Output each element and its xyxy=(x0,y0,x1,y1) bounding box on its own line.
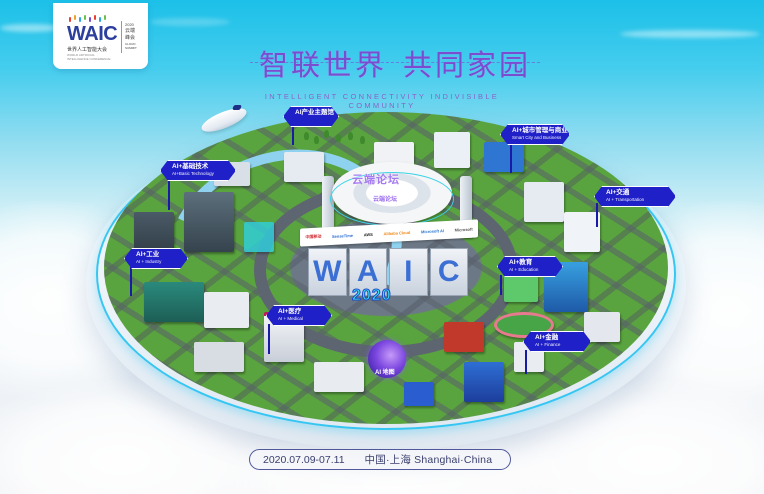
waic-letter: W xyxy=(308,248,347,296)
sign-pole xyxy=(510,143,512,173)
sign-label-cn: AI+交通 xyxy=(606,189,630,196)
sky-cloud-streak xyxy=(150,18,230,26)
logo-side-panel: 2020 云端峰会 CLOUD SUMMIT xyxy=(121,21,141,53)
building xyxy=(184,192,234,252)
sign-label-cn: AI+医疗 xyxy=(278,308,302,315)
sign-label-en: AI + Transportation xyxy=(606,196,645,202)
sponsor-logo: Microsoft AI xyxy=(421,227,444,234)
tree xyxy=(314,136,319,144)
sign-label-en: AI + Industry xyxy=(136,258,162,264)
sign-ai-frontier[interactable]: AI产业主题馆 xyxy=(283,106,339,127)
sign-pole xyxy=(292,125,294,145)
waic-letter: I xyxy=(389,248,428,296)
sponsor-logo: Alibaba Cloud xyxy=(383,229,411,236)
sign-pole xyxy=(130,266,132,296)
ai-globe-icon[interactable] xyxy=(368,340,406,378)
building xyxy=(314,362,364,392)
sign-pole xyxy=(525,350,527,374)
tree xyxy=(304,132,309,140)
building xyxy=(144,282,204,322)
waic-exhibition-hall[interactable]: W A I C xyxy=(308,248,468,296)
logo-dot xyxy=(89,17,91,22)
tree xyxy=(360,136,365,144)
tower xyxy=(322,176,334,236)
plaza-subtitle: 云端论坛 xyxy=(373,197,398,203)
city-disk-glow xyxy=(96,118,676,430)
headline-dashed-line xyxy=(250,62,540,63)
logo-name-cn: 世界人工智能大会 xyxy=(67,47,108,53)
building xyxy=(564,212,600,252)
sky-cloud-streak xyxy=(0,24,60,32)
logo-side-cn: 云端峰会 xyxy=(125,28,136,41)
sponsor-logo: SenseTime xyxy=(331,232,354,239)
sign-ai-transportation[interactable]: AI+交通 AI + Transportation xyxy=(594,186,676,207)
building xyxy=(464,362,504,402)
waic-letter: A xyxy=(348,248,387,296)
building xyxy=(524,182,564,222)
sign-label-en: AI+Basic Technology xyxy=(172,170,214,176)
plaza-title: 云端论坛 xyxy=(352,174,400,186)
sign-ai-medical[interactable]: AI+医疗 AI + Medical xyxy=(266,305,332,326)
building xyxy=(404,382,434,406)
sign-label-cn: AI产业主题馆 xyxy=(295,109,334,116)
tree xyxy=(336,134,341,142)
logo-dots xyxy=(69,15,106,22)
sign-pole xyxy=(500,275,502,295)
logo-side-en: CLOUD SUMMIT xyxy=(125,42,137,50)
event-info-pill: 2020.07.09-07.11 中国·上海 Shanghai·China xyxy=(249,449,511,470)
headline-part2: 共同家园 xyxy=(403,50,532,82)
event-dates: 2020.07.09-07.11 xyxy=(263,453,345,466)
sign-label-cn: AI+教育 xyxy=(509,259,533,266)
logo-dot xyxy=(94,15,96,20)
abb-building xyxy=(204,292,249,328)
logo-dot xyxy=(84,15,86,20)
sign-label-cn: AI+城市管理与商业 xyxy=(512,127,568,134)
building xyxy=(194,342,244,372)
sign-ai-industry[interactable]: AI+工业 AI + Industry xyxy=(124,248,188,269)
year-label: 2020 xyxy=(352,287,392,305)
sign-label-en: AI + Education xyxy=(509,266,539,272)
building xyxy=(444,322,484,352)
event-location: 中国·上海 Shanghai·China xyxy=(364,454,493,466)
tree xyxy=(324,130,329,138)
sign-label-en: AI + Finance xyxy=(535,341,561,347)
logo-dot xyxy=(99,17,101,22)
tree xyxy=(348,132,353,140)
building xyxy=(484,142,524,172)
globe-label: AI 地图 xyxy=(375,370,395,376)
logo-name-en: WORLD ARTIFICIAL INTELLIGENCE CONFERENCE xyxy=(67,53,111,61)
headline-part1: 智联世界 xyxy=(258,50,387,82)
logo-dot xyxy=(69,17,71,22)
sign-label-cn: AI+工业 xyxy=(136,251,160,258)
building xyxy=(244,222,274,252)
sign-ai-education[interactable]: AI+教育 AI + Education xyxy=(497,256,563,277)
logo-brand: WAIC xyxy=(67,23,118,45)
waic-logo[interactable]: WAIC 世界人工智能大会 WORLD ARTIFICIAL INTELLIGE… xyxy=(53,3,148,69)
stadium xyxy=(494,312,554,338)
sign-ai-finance[interactable]: AI+金融 AI + Finance xyxy=(523,331,591,352)
sign-label-en: AI + Medical xyxy=(278,315,303,321)
sign-pole xyxy=(596,203,598,227)
building xyxy=(434,132,470,168)
sign-label-cn: AI+金融 xyxy=(535,334,559,341)
sign-ai-smart-city[interactable]: AI+城市管理与商业 Smart City and Business xyxy=(500,124,570,145)
logo-dot xyxy=(79,17,81,22)
sign-pole xyxy=(168,180,170,210)
sponsor-logo: 中国移动 xyxy=(305,233,322,240)
sign-label-en: Smart City and Business xyxy=(512,134,562,140)
sponsor-logo: AWS xyxy=(363,231,373,237)
logo-dot xyxy=(74,15,76,20)
waic-letter: C xyxy=(429,248,468,296)
tagline: INTELLIGENT CONNECTIVITY INDIVISIBLE COM… xyxy=(264,92,500,110)
sign-label-cn: AI+基础技术 xyxy=(172,163,209,170)
sponsor-logo: Microsoft xyxy=(454,226,473,233)
headline: 智联世界共同家园 xyxy=(250,42,540,84)
building xyxy=(584,312,620,342)
logo-side-year: 2020 xyxy=(125,22,134,27)
logo-dot xyxy=(104,15,106,20)
sign-pole xyxy=(268,324,270,354)
sign-ai-basic-tech[interactable]: AI+基础技术 AI+Basic Technology xyxy=(160,160,236,181)
sky-cloud-streak xyxy=(620,30,760,38)
building xyxy=(284,152,324,182)
